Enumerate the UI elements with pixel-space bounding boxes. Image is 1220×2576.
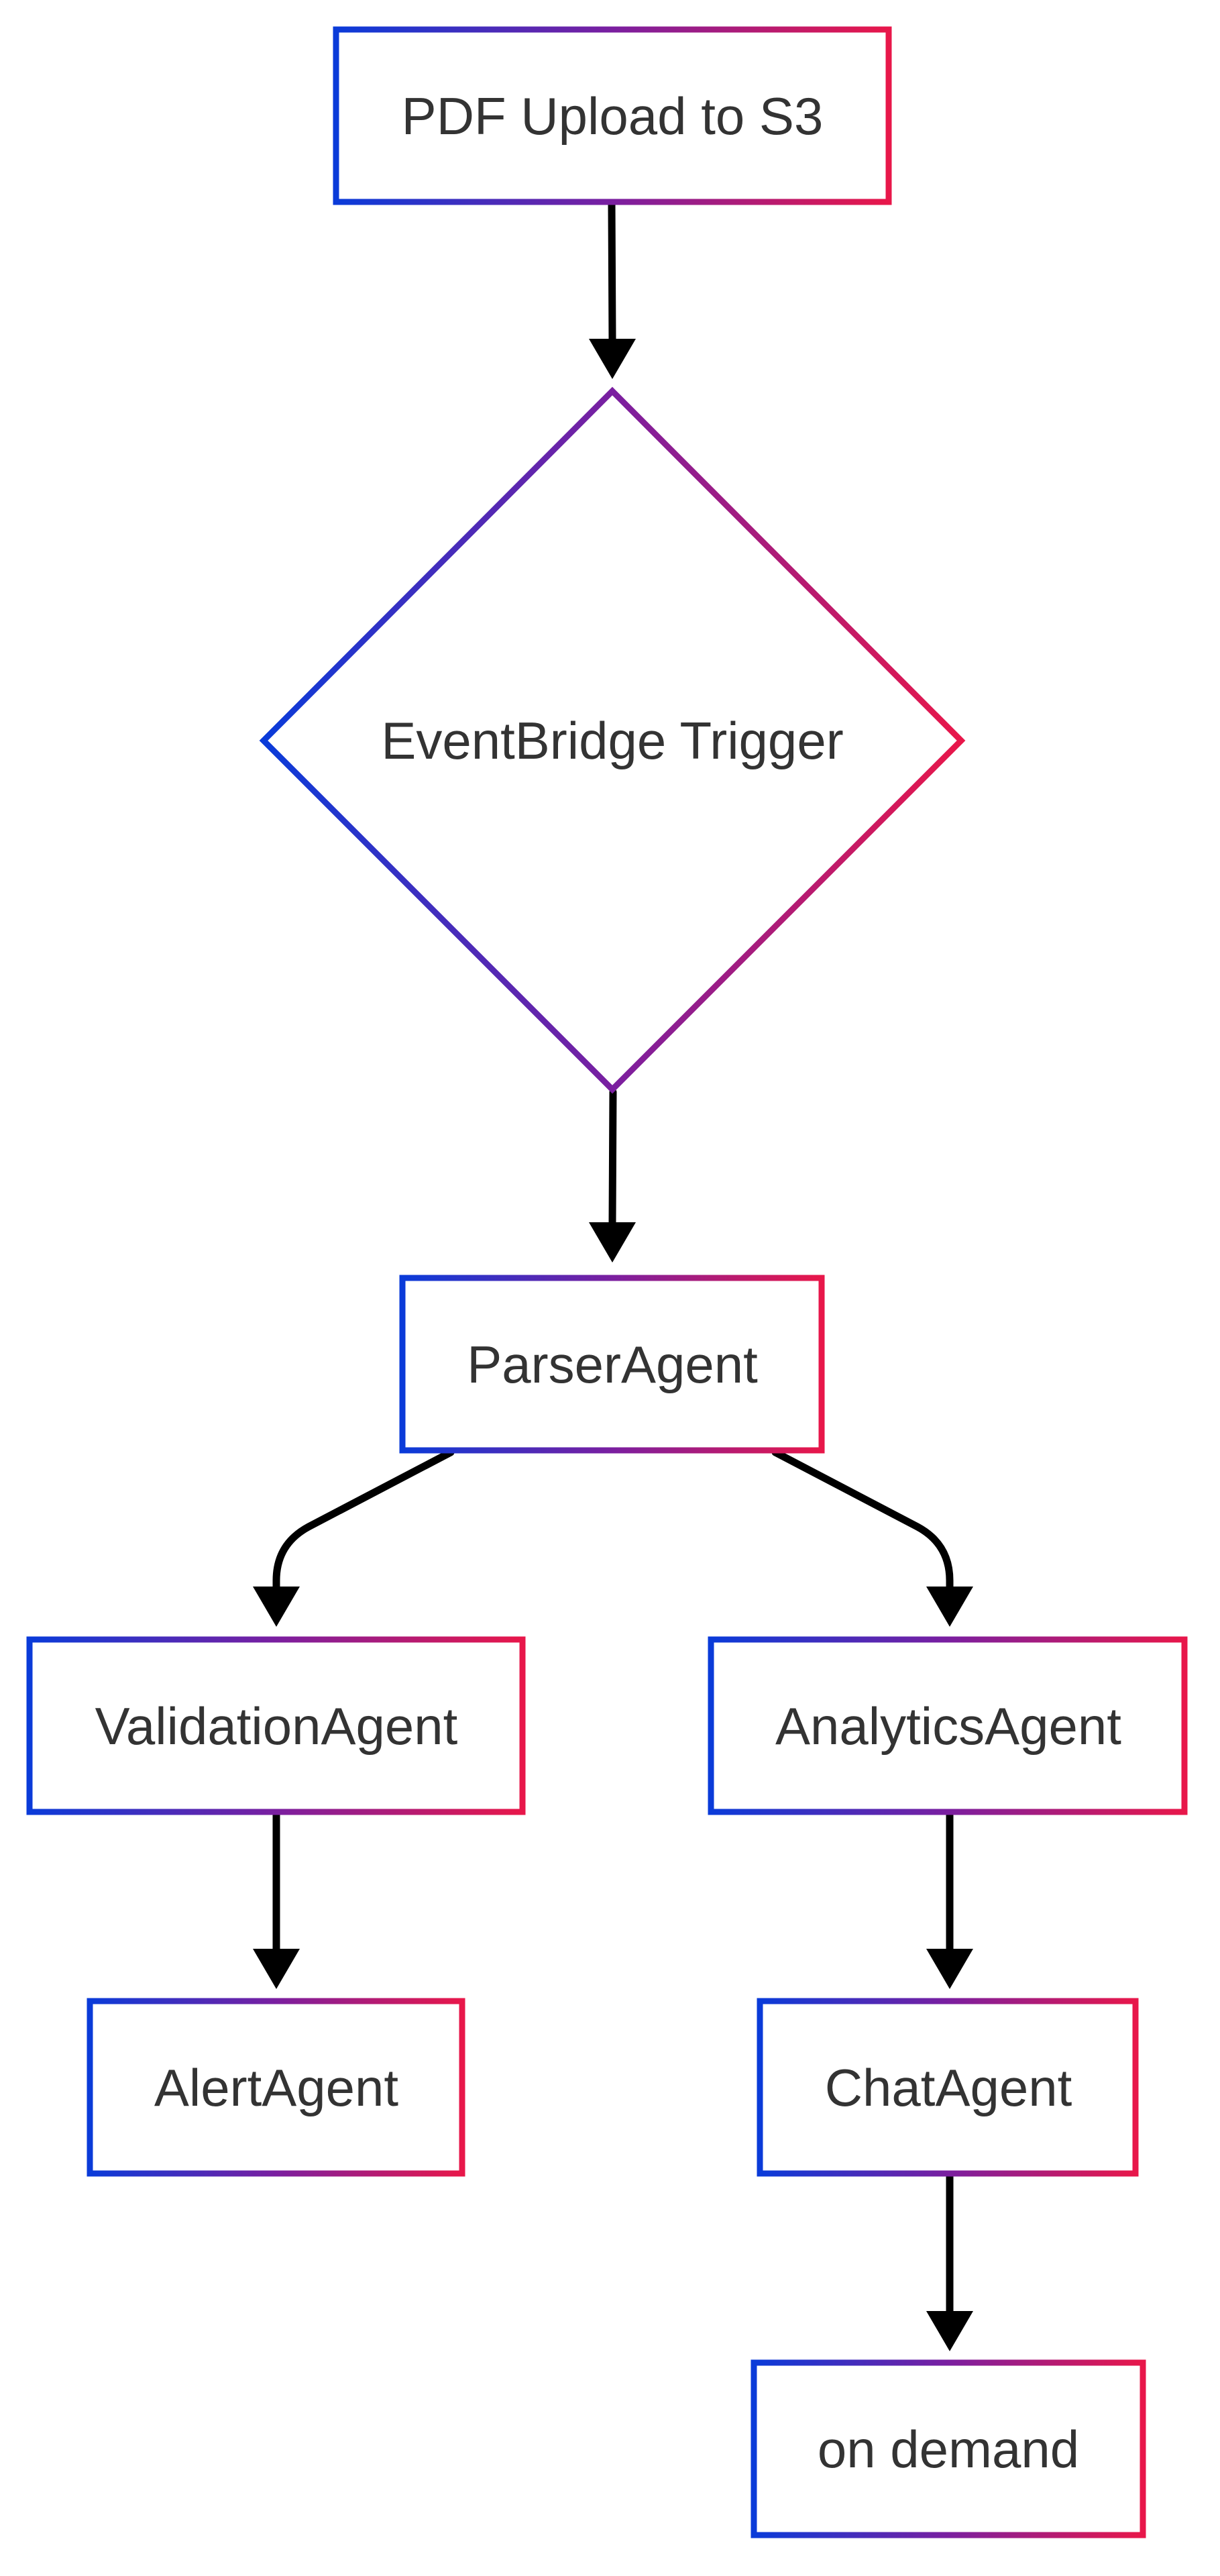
node-parser-agent[interactable]: ParserAgent [399,1275,825,1454]
node-on-demand-label: on demand [818,2420,1079,2479]
arrowhead-validation [253,1587,300,1627]
node-pdf-upload[interactable]: PDF Upload to S3 [333,26,892,205]
node-chat-label: ChatAgent [825,2058,1072,2117]
node-validation-label: ValidationAgent [95,1697,458,1756]
node-analytics-label: AnalyticsAgent [775,1697,1121,1756]
node-eventbridge-diamond [259,386,966,1094]
node-on-demand-box [751,2359,1146,2538]
node-validation-agent[interactable]: ValidationAgent [26,1636,526,1815]
node-parser-box [399,1275,825,1454]
node-chat-box [757,1998,1139,2177]
node-chat-agent[interactable]: ChatAgent [757,1998,1139,2177]
node-analytics-agent[interactable]: AnalyticsAgent [708,1636,1188,1815]
edge-parser-to-validation [272,1448,455,1591]
edges-group [253,201,973,2351]
node-eventbridge-label: EventBridge Trigger [381,711,843,770]
node-pdf-upload-label: PDF Upload to S3 [402,87,824,146]
arrowhead-alert [253,1949,300,1989]
node-pdf-upload-box [333,26,892,205]
edge-parser-to-analytics [771,1448,954,1591]
node-validation-box [26,1636,526,1815]
node-alert-label: AlertAgent [154,2058,399,2117]
arrowhead-parser [589,1222,636,1263]
arrowhead-eventbridge [589,339,636,379]
arrowhead-on-demand [926,2311,973,2351]
node-parser-label: ParserAgent [467,1335,758,1394]
node-eventbridge-trigger[interactable]: EventBridge Trigger [259,386,966,1094]
arrowhead-chat [926,1949,973,1989]
edge-eventbridge-to-parser [608,1088,617,1226]
node-on-demand[interactable]: on demand [751,2359,1146,2538]
arrowhead-analytics [926,1587,973,1627]
node-alert-agent[interactable]: AlertAgent [87,1998,465,2177]
node-analytics-box [708,1636,1188,1815]
node-alert-box [87,1998,465,2177]
